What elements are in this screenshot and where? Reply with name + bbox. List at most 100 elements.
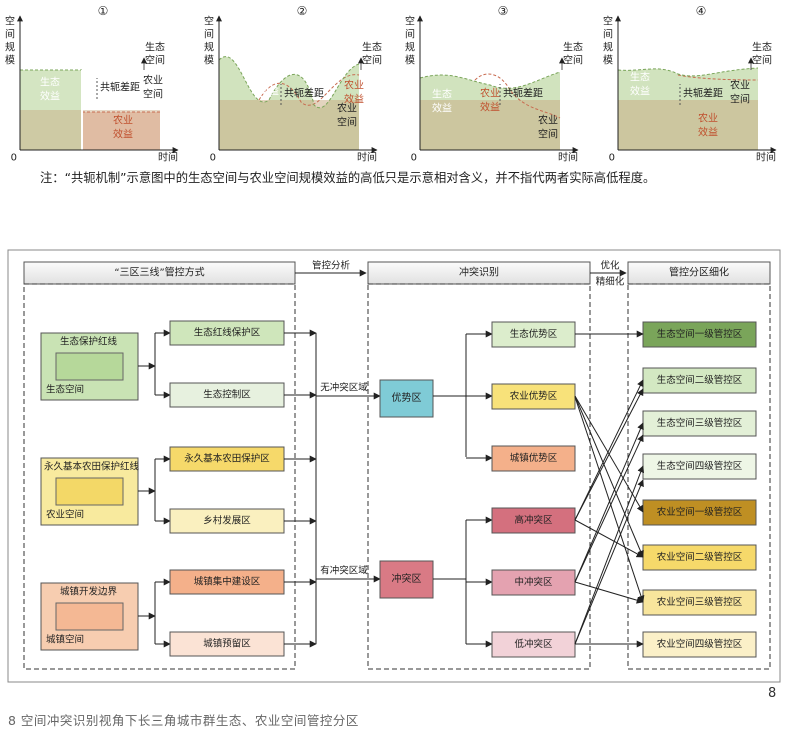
- chart-number: ①: [98, 4, 109, 18]
- sub-node-4-label: 高冲突区: [514, 514, 553, 526]
- y-axis-label-char: 规: [204, 41, 214, 54]
- y-axis-label-char: 模: [405, 55, 415, 67]
- sub-node-6-label: 低冲突区: [514, 638, 553, 650]
- sub-node-5-label: 中冲突区: [514, 576, 553, 588]
- classification-link-x1: [574, 388, 644, 521]
- classification-link-6: [574, 581, 644, 604]
- conjugate-gap-label: 共轭差距: [683, 87, 723, 100]
- zone-1-2: [169, 382, 285, 408]
- eco-benefit-label: 生态: [432, 88, 452, 101]
- eco-area: [20, 70, 82, 150]
- zone-level-7-label: 农业空间三级管控区: [657, 596, 743, 608]
- x-axis-label: 时间: [357, 151, 377, 164]
- zone-2-2-label: 乡村发展区: [203, 515, 251, 527]
- redline-inner-1: [55, 352, 124, 381]
- eco-benefit-label: 生态: [40, 76, 60, 89]
- origin-label: 0: [411, 153, 417, 164]
- agri-benefit-label: 效益: [113, 128, 133, 141]
- sub-node-3: [491, 445, 576, 472]
- redline-inner-3: [55, 602, 124, 631]
- y-axis-label-char: 模: [204, 55, 214, 67]
- conjugate-gap-label: 共轭差距: [100, 81, 140, 94]
- zone-3-1-label: 城镇集中建设区: [194, 576, 261, 588]
- zone-level-4-label: 生态空间四级管控区: [657, 460, 743, 472]
- zone-level-8: [642, 631, 757, 658]
- y-axis-label-char: 模: [5, 55, 15, 67]
- header-conflict-identification-label: 冲突识别: [459, 266, 499, 279]
- zone-1-2-label: 生态控制区: [203, 389, 251, 401]
- y-axis-label-char: 模: [603, 55, 613, 67]
- space-label-1: 生态空间: [46, 384, 84, 396]
- sub-node-5: [491, 569, 576, 596]
- classification-link-x2: [574, 434, 644, 583]
- space-label-3: 城镇空间: [46, 634, 84, 646]
- conflict-node: [379, 560, 434, 599]
- zone-level-6: [642, 544, 757, 571]
- y-axis-label-char: 规: [603, 41, 613, 54]
- y-axis-label-char: 间: [405, 28, 415, 41]
- classification-link-5: [574, 422, 644, 583]
- y-axis-label-char: 空: [405, 15, 415, 28]
- redline-inner-2: [55, 477, 124, 506]
- redline-label-1: 生态保护红线: [60, 336, 118, 348]
- zone-level-2-label: 生态空间二级管控区: [657, 374, 743, 386]
- classification-link-9: [574, 395, 644, 558]
- y-axis-label-char: 规: [405, 41, 415, 54]
- zone-2-1: [169, 446, 285, 472]
- space-label-2: 农业空间: [46, 509, 84, 521]
- zoning-flowchart: “三区三线”管控方式冲突识别管控分区细化管控分析优化精细化生态保护红线生态空间生…: [7, 249, 781, 683]
- agri-space-label: 空间: [337, 116, 357, 129]
- agri-line: [474, 73, 561, 119]
- eco-line: [617, 67, 759, 77]
- figure-caption: 8 空间冲突识别视角下长三角城市群生态、农业空间管控分区: [8, 713, 359, 728]
- sub-node-3-label: 城镇优势区: [510, 452, 558, 464]
- eco-benefit-label: 生态: [259, 71, 279, 84]
- agri-benefit-label: 效益: [480, 101, 500, 114]
- y-axis-label-char: 空: [204, 15, 214, 28]
- y-axis-label-char: 间: [603, 28, 613, 41]
- header-sanqu-sanxian-label: “三区三线”管控方式: [114, 266, 204, 279]
- no-conflict-label: 无冲突区域: [320, 382, 368, 394]
- base-area: [618, 100, 758, 150]
- conflict-node-label: 冲突区: [392, 572, 422, 585]
- agri-space-label: 空间: [143, 88, 163, 101]
- sub-node-6: [491, 631, 576, 658]
- zone-2-2: [169, 508, 285, 534]
- eco-space-label: 生态: [362, 41, 382, 54]
- eco-space-label: 空间: [145, 54, 165, 67]
- zone-3-2-label: 城镇预留区: [203, 638, 251, 650]
- redline-label-2: 永久基本农田保护红线: [44, 461, 140, 473]
- eco-benefit-label: 效益: [630, 85, 650, 98]
- agri-space-label: 空间: [730, 93, 750, 106]
- agri-area: [82, 112, 160, 150]
- zone-2-1-label: 永久基本农田保护区: [184, 453, 270, 465]
- sub-node-2-label: 农业优势区: [510, 390, 558, 402]
- classification-link-x4: [574, 396, 645, 603]
- agri-space-label: 农业: [538, 114, 558, 127]
- agri-benefit-label: 效益: [698, 126, 718, 139]
- eco-benefit-label: 生态: [630, 71, 650, 84]
- agri-benefit-label: 农业: [344, 79, 364, 92]
- arrow-optimize-label: 优化: [600, 260, 620, 272]
- origin-label: 0: [609, 153, 615, 164]
- classification-link-3: [574, 379, 644, 521]
- eco-line: [218, 56, 360, 109]
- zone-level-6-label: 农业空间二级管控区: [657, 551, 743, 563]
- agri-benefit-label: 农业: [698, 112, 718, 125]
- x-axis-label: 时间: [558, 151, 578, 164]
- eco-benefit-label: 效益: [432, 102, 452, 115]
- agri-benefit-label: 农业: [113, 114, 133, 127]
- figure-number: 8: [768, 686, 777, 701]
- zone-level-5-label: 农业空间一级管控区: [657, 506, 743, 518]
- zone-3-1: [169, 569, 285, 595]
- base-area: [219, 100, 359, 150]
- advantage-node: [379, 379, 434, 418]
- zone-level-4: [642, 453, 757, 480]
- base-area: [20, 110, 160, 150]
- agri-space-label: 农业: [730, 79, 750, 92]
- eco-benefit-label: 效益: [40, 90, 60, 103]
- agri-benefit-label: 农业: [480, 87, 500, 100]
